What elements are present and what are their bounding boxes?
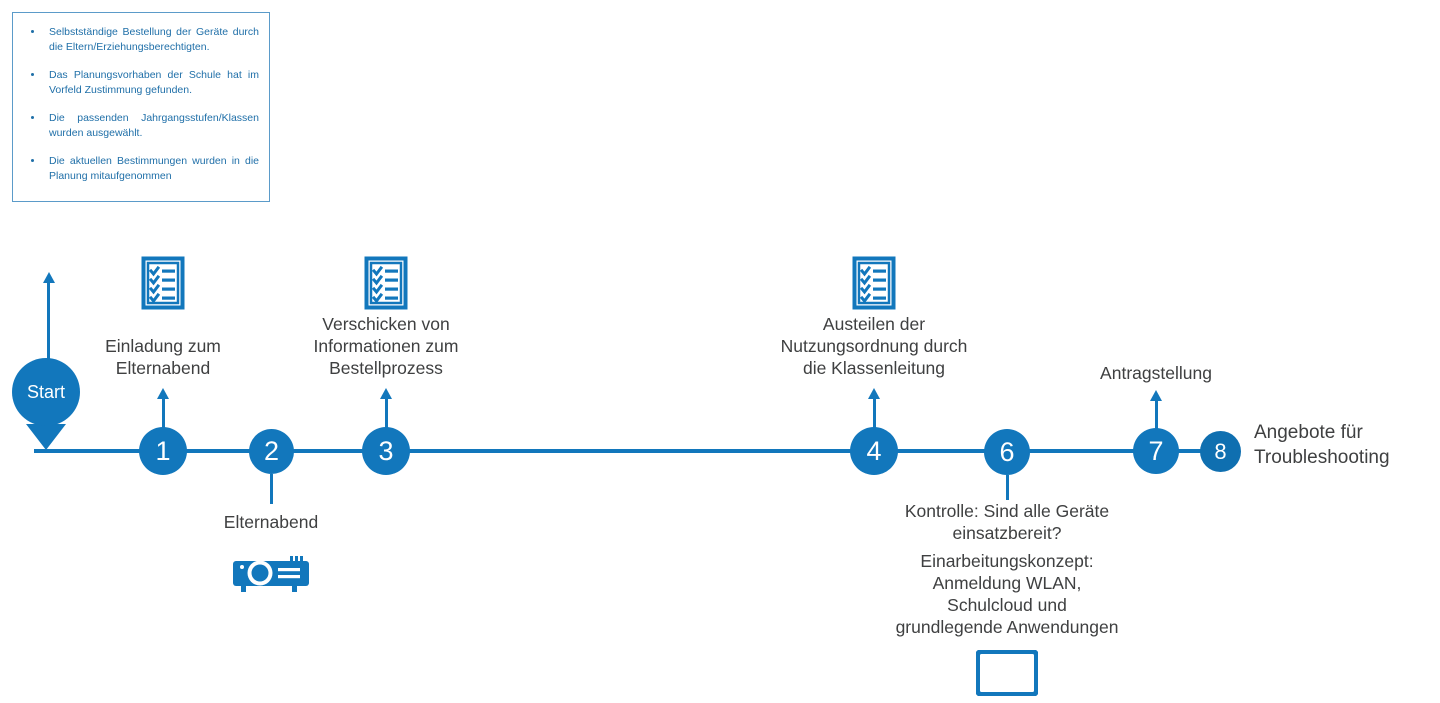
arrowhead-up-icon: [157, 388, 169, 399]
prerequisite-text: Die aktuellen Bestimmungen wurden in die…: [49, 155, 259, 182]
list-item: Das Planungsvorhaben der Schule hat im V…: [21, 68, 259, 97]
start-node-label: Start: [26, 381, 65, 402]
timeline-node-3[interactable]: 3: [362, 427, 410, 475]
arrowhead-up-icon: [380, 388, 392, 399]
node-number: 2: [263, 436, 280, 466]
bullet-dot-icon: [31, 116, 34, 119]
connector-shaft: [872, 398, 876, 440]
timeline-start-node[interactable]: Start: [12, 358, 80, 426]
list-item: Selbstständige Bestellung der Geräte dur…: [21, 25, 259, 54]
node-label-7: Antragstellung: [1100, 363, 1212, 383]
bullet-dot-icon: [31, 30, 34, 33]
node-label-4: Austeilen der Nutzungsordnung durch die …: [780, 314, 968, 378]
secondary-note-label: Einarbeitungskonzept: Anmeldung WLAN, Sc…: [895, 551, 1119, 637]
list-item: Die passenden Jahrgangsstufen/Klassen wu…: [21, 111, 259, 140]
connector-shaft: [47, 282, 50, 366]
timeline-node-7[interactable]: 7: [1133, 428, 1179, 474]
bullet-dot-icon: [31, 159, 34, 162]
prerequisite-text: Die passenden Jahrgangsstufen/Klassen wu…: [49, 112, 259, 139]
node-label-6: Kontrolle: Sind alle Geräte einsatzberei…: [904, 501, 1110, 543]
timeline-node-1[interactable]: 1: [139, 427, 187, 475]
node-number: 7: [1148, 435, 1164, 466]
checklist-icon: [851, 255, 897, 311]
prerequisite-text: Das Planungsvorhaben der Schule hat im V…: [49, 69, 259, 96]
arrowhead-up-icon: [1150, 390, 1162, 401]
node-number: 1: [155, 435, 171, 466]
checklist-icon: [363, 255, 409, 311]
node-label-3: Verschicken von Informationen zum Bestel…: [313, 314, 459, 378]
node-label-1: Einladung zum Elternabend: [105, 336, 221, 378]
start-triangle-icon: [26, 424, 66, 450]
connector-shaft: [270, 474, 273, 504]
node-label-2: Elternabend: [223, 512, 319, 532]
timeline-node-4[interactable]: 4: [850, 427, 898, 475]
timeline-node-6[interactable]: 6: [984, 429, 1030, 475]
arrowhead-up-icon: [42, 272, 55, 283]
connector-shaft: [161, 398, 165, 440]
bullet-dot-icon: [31, 73, 34, 76]
node-number: 3: [378, 435, 394, 466]
prerequisites-list: Selbstständige Bestellung der Geräte dur…: [21, 25, 259, 183]
list-item: Die aktuellen Bestimmungen wurden in die…: [21, 154, 259, 183]
checklist-icon: [140, 255, 186, 311]
node-number: 6: [999, 436, 1015, 467]
arrowhead-up-icon: [868, 388, 880, 399]
prerequisites-box: Selbstständige Bestellung der Geräte dur…: [12, 12, 270, 202]
node-number: 8: [1214, 438, 1227, 464]
timeline-node-8[interactable]: 8: [1200, 431, 1241, 472]
connector-shaft: [1154, 400, 1158, 440]
connector-shaft: [1005, 475, 1009, 500]
prerequisite-text: Selbstständige Bestellung der Geräte dur…: [49, 26, 259, 53]
timeline-axis: [34, 449, 1226, 453]
timeline-node-2[interactable]: 2: [249, 429, 294, 474]
connector-shaft: [384, 398, 388, 440]
node-number: 4: [866, 435, 882, 466]
tablet-icon: [975, 649, 1039, 697]
node-label-8: Angebote für Troubleshooting: [1254, 422, 1390, 468]
projector-icon: [232, 549, 310, 593]
